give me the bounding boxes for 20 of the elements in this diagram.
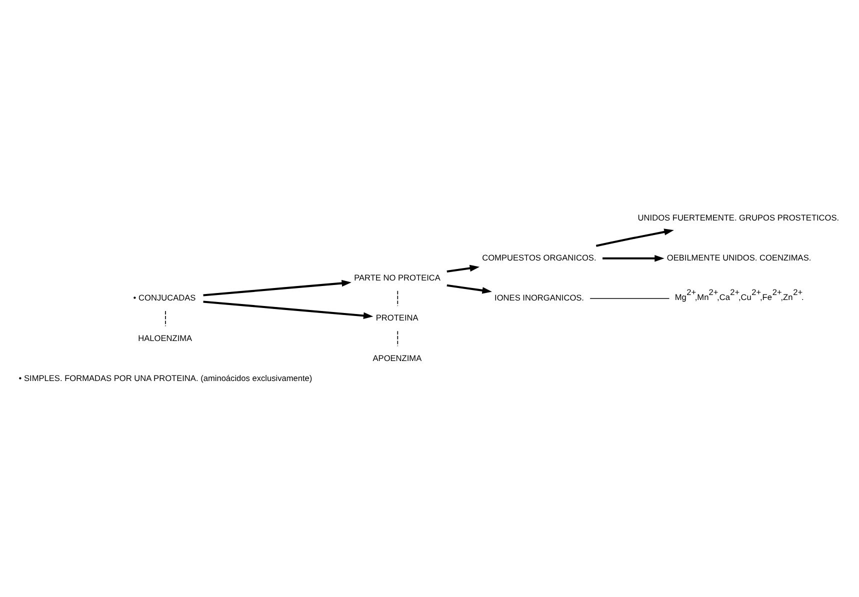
arrow xyxy=(596,228,674,247)
arrow xyxy=(446,284,492,294)
connector xyxy=(165,310,166,327)
node-text: UNIDOS FUERTEMENTE. GRUPOS PROSTETICOS. xyxy=(638,212,840,222)
arrow xyxy=(602,254,664,262)
arrow xyxy=(446,264,480,273)
connector xyxy=(590,298,670,299)
connector xyxy=(397,290,398,306)
arrow xyxy=(203,300,374,320)
arrow xyxy=(203,280,352,296)
node-text: PARTE NO PROTEICA xyxy=(354,272,440,283)
node-text: OEBILMENTE UNIDOS. COENZIMAS. xyxy=(666,252,812,263)
node-text: APOENZIMA xyxy=(372,352,422,363)
node-text: • CONJUCADAS xyxy=(133,292,196,303)
connector xyxy=(397,330,398,347)
node-text: IONES INORGANICOS. xyxy=(494,292,584,303)
node-text: HALOENZIMA xyxy=(138,332,192,343)
label: • SIMPLES. FORMADAS POR UNA PROTEINA. (aminoácidos exclusivamente) xyxy=(18,372,312,383)
node-text: PROTEINA xyxy=(376,312,418,323)
node-text: COMPUESTOS ORGANICOS. xyxy=(482,252,596,263)
